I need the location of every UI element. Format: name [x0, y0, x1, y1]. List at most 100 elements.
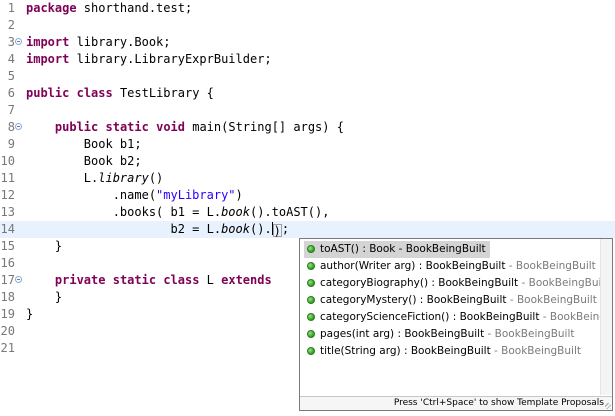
code-token: library.Book;	[69, 35, 171, 49]
code-line[interactable]: 8 public static void main(String[] args)…	[0, 119, 615, 136]
code-line[interactable]: 16	[0, 255, 615, 272]
line-number: 4	[7, 52, 15, 66]
proposal-label: pages(int arg) : BookBeingBuilt	[320, 328, 485, 340]
public-method-icon	[307, 245, 315, 253]
code-token: ;	[281, 222, 290, 236]
proposal-label: categoryScienceFiction() : BookBeingBuil…	[320, 311, 540, 323]
proposal-label: author(Writer arg) : BookBeingBuilt	[320, 260, 506, 272]
string-token: "myLibrary"	[156, 188, 236, 202]
public-method-icon	[307, 279, 315, 287]
assist-footer: Press 'Ctrl+Space' to show Template Prop…	[300, 396, 612, 410]
code-text: package shorthand.test;	[26, 0, 192, 17]
line-number: 19	[0, 307, 15, 321]
proposal-declaring-type: - BookBeingBuilt	[506, 294, 597, 306]
proposal-item[interactable]: categoryScienceFiction() : BookBeingBuil…	[304, 309, 600, 326]
code-line[interactable]: 2	[0, 17, 615, 34]
keyword-token: import	[26, 35, 70, 49]
public-method-icon	[307, 330, 315, 338]
code-token: shorthand.test;	[76, 1, 193, 15]
code-text: }	[26, 289, 62, 306]
proposal-item[interactable]: toAST() : Book - BookBeingBuilt	[304, 241, 490, 258]
proposal-declaring-type: - BookBeingBuilt	[518, 277, 600, 289]
code-line[interactable]: 12 .name("myLibrary")	[0, 187, 615, 204]
code-text: b2 = L.book().);	[26, 221, 289, 238]
code-token: ()	[148, 171, 164, 185]
collapse-circle-icon[interactable]	[15, 276, 22, 283]
code-line[interactable]: 3 import library.Book;	[0, 34, 615, 51]
proposal-item[interactable]: title(String arg) : BookBeingBuilt - Boo…	[304, 343, 585, 360]
line-number: 6	[7, 86, 15, 100]
code-line[interactable]: 1 package shorthand.test;	[0, 0, 615, 17]
code-line[interactable]: 20	[0, 323, 615, 340]
line-number-gutter	[0, 0, 22, 416]
code-text: public class TestLibrary {	[26, 85, 214, 102]
line-number: 20	[0, 324, 15, 338]
code-token: .name(	[26, 188, 157, 202]
code-token: }	[26, 307, 34, 321]
public-method-icon	[307, 313, 315, 321]
proposal-item[interactable]: categoryMystery() : BookBeingBuilt - Boo…	[304, 292, 600, 309]
code-line[interactable]: 11 L.library()	[0, 170, 615, 187]
code-token: TestLibrary {	[112, 86, 214, 100]
proposal-item[interactable]: author(Writer arg) : BookBeingBuilt - Bo…	[304, 258, 600, 275]
code-token	[105, 273, 112, 287]
proposal-item[interactable]: pages(int arg) : BookBeingBuilt - BookBe…	[304, 326, 579, 343]
code-text: import library.LibraryExprBuilder;	[26, 51, 272, 68]
code-line[interactable]: 6 public class TestLibrary {	[0, 85, 615, 102]
line-number: 12	[0, 188, 15, 202]
line-number: 7	[7, 103, 15, 117]
keyword-token: static	[112, 273, 157, 287]
code-text: }	[26, 238, 62, 255]
code-token: .books( b1 = L.	[26, 205, 222, 219]
line-number: 1	[7, 1, 15, 15]
caret-token: .	[264, 222, 272, 236]
proposal-item[interactable]: categoryBiography() : BookBeingBuilt - B…	[304, 275, 600, 292]
keyword-token: extends	[221, 273, 272, 287]
keyword-token: public	[26, 86, 70, 100]
proposal-label: categoryBiography() : BookBeingBuilt	[320, 277, 519, 289]
static-method-token: library	[98, 171, 149, 185]
proposal-declaring-type: - BookBeingBuilt	[484, 328, 575, 340]
code-token: }	[26, 239, 63, 253]
code-line[interactable]: 7	[0, 102, 615, 119]
code-text: Book b1;	[26, 136, 142, 153]
code-token: b2 = L.	[26, 222, 222, 236]
line-number: 5	[7, 69, 15, 83]
proposal-declaring-type: - BookBeingBuilt	[542, 311, 600, 323]
code-line[interactable]: 14 b2 = L.book().);	[0, 221, 615, 238]
collapse-circle-icon[interactable]	[15, 123, 22, 130]
code-line[interactable]: 10 Book b2;	[0, 153, 615, 170]
resize-grip-icon[interactable]	[605, 403, 611, 409]
code-line[interactable]: 5	[0, 68, 615, 85]
collapse-circle-icon[interactable]	[15, 38, 22, 45]
code-text: }	[26, 306, 33, 323]
code-line[interactable]: 19}	[0, 306, 615, 323]
code-token: main(String[] args) {	[185, 120, 344, 134]
matching-bracket: )	[272, 224, 282, 238]
code-line[interactable]: 17 private static class L extends	[0, 272, 615, 289]
code-line[interactable]: 9 Book b1;	[0, 136, 615, 153]
keyword-token: package	[26, 1, 77, 15]
line-number: 2	[7, 18, 15, 32]
keyword-token: static	[105, 120, 149, 134]
keyword-token: public	[54, 120, 99, 134]
code-line[interactable]: 13 .books( b1 = L.book().toAST(),	[0, 204, 615, 221]
line-number: 8	[7, 120, 15, 134]
code-line[interactable]: 18 }	[0, 289, 615, 306]
proposal-declaring-type: - BookBeingBuilt	[505, 260, 596, 272]
code-token: )	[235, 188, 243, 202]
code-line[interactable]: 4 import library.LibraryExprBuilder;	[0, 51, 615, 68]
line-number: 3	[7, 35, 15, 49]
code-token: library.LibraryExprBuilder;	[69, 52, 272, 66]
proposal-label: title(String arg) : BookBeingBuilt	[320, 345, 491, 357]
line-number: 9	[7, 137, 15, 151]
proposal-label: categoryMystery() : BookBeingBuilt	[320, 294, 507, 306]
proposal-scrollbar[interactable]	[600, 239, 612, 395]
line-number: 13	[0, 205, 15, 219]
keyword-token: private	[54, 273, 106, 287]
code-token: ().toAST(),	[249, 205, 330, 219]
code-line[interactable]: 15 }	[0, 238, 615, 255]
code-line[interactable]: 21	[0, 340, 615, 357]
